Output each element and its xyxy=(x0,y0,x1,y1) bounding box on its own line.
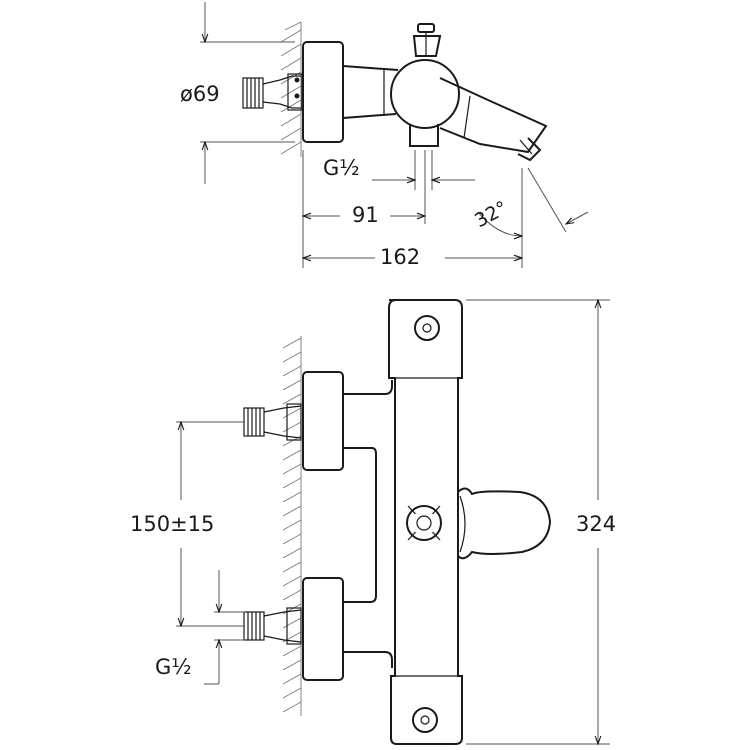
diameter-dimension: ø69 xyxy=(180,2,295,184)
spout-front xyxy=(457,487,552,560)
spout-edge xyxy=(459,495,466,553)
top-view: ø69 G½ 91 162 xyxy=(180,2,589,269)
thread-dimension-top: G½ xyxy=(323,150,475,190)
front-view: 150±15 G½ 324 xyxy=(130,299,616,745)
height-dimension: 324 xyxy=(466,300,616,744)
mixer-body-front xyxy=(343,299,463,745)
outlet-stub-top xyxy=(409,124,439,147)
length-91-dimension: 91 xyxy=(303,150,425,268)
thread-label-front: G½ xyxy=(155,655,192,679)
mixer-body-top xyxy=(342,65,548,162)
thread-dimension-front: G½ xyxy=(155,570,245,685)
lower-flange xyxy=(302,577,344,681)
wall-flange-top xyxy=(302,41,344,143)
length-91-label: 91 xyxy=(352,203,379,227)
height-label: 324 xyxy=(576,512,616,536)
length-162-label: 162 xyxy=(380,245,420,269)
wall-hatch-top xyxy=(280,21,302,157)
bottom-screw-icon xyxy=(412,707,438,733)
angle-dimension: 32° xyxy=(471,167,589,236)
eccentric-connector-top xyxy=(242,73,303,111)
spacing-label: 150±15 xyxy=(130,512,214,536)
upper-flange xyxy=(302,371,344,471)
diverter-lever-top xyxy=(412,23,442,57)
upper-connector xyxy=(243,403,302,441)
wall-hatch-front xyxy=(282,336,302,716)
temperature-knob-icon xyxy=(406,505,442,541)
spacing-dimension: 150±15 xyxy=(130,422,245,626)
diverter-knob-top xyxy=(390,59,460,129)
length-162-dimension: 162 xyxy=(303,168,522,269)
thread-label-top: G½ xyxy=(323,156,360,180)
diameter-label: ø69 xyxy=(180,82,220,106)
angle-label: 32° xyxy=(471,197,511,232)
lower-connector xyxy=(243,607,302,645)
top-screw-icon xyxy=(414,315,440,341)
